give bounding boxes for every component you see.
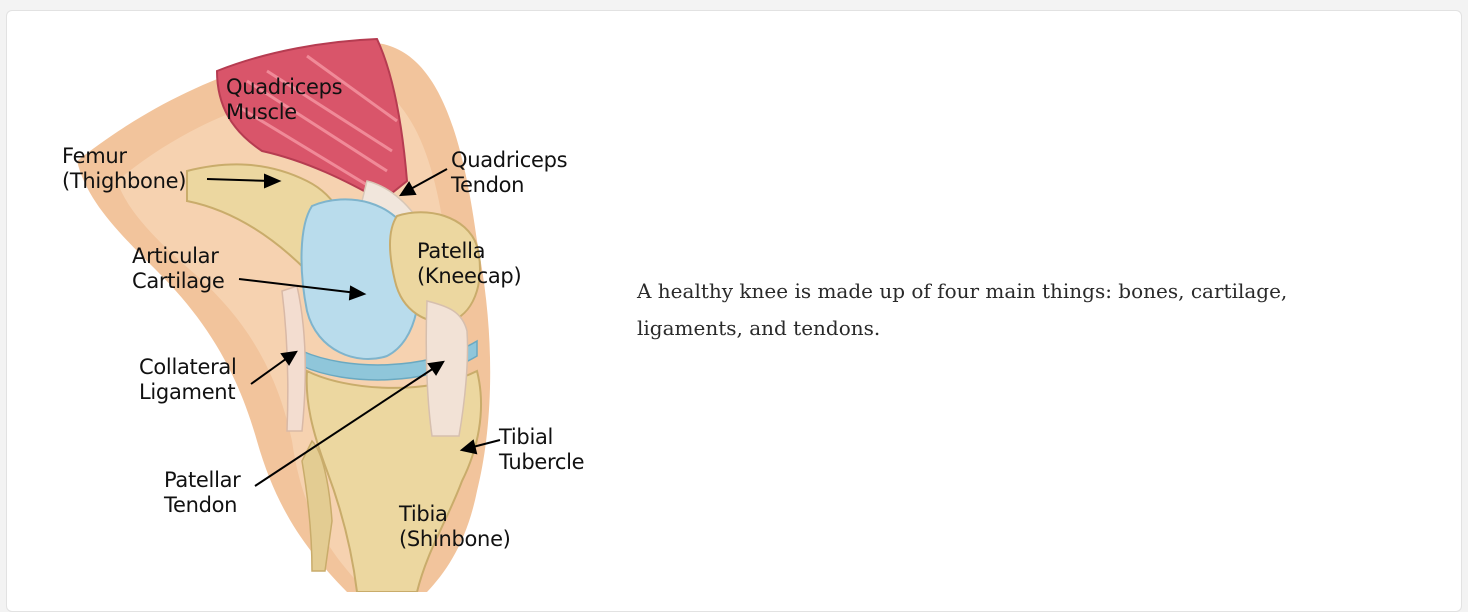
label-collateral-ligament: Collateral Ligament bbox=[139, 355, 237, 405]
label-quadriceps-muscle: Quadriceps Muscle bbox=[226, 75, 342, 125]
knee-anatomy-figure: Quadriceps Muscle Femur (Thighbone) Quad… bbox=[7, 11, 627, 592]
knee-description: A healthy knee is made up of four main t… bbox=[637, 273, 1357, 347]
label-tibia: Tibia (Shinbone) bbox=[399, 502, 511, 552]
label-articular-cartilage: Articular Cartilage bbox=[132, 244, 225, 294]
label-quadriceps-tendon: Quadriceps Tendon bbox=[451, 148, 567, 198]
label-patellar-tendon: Patellar Tendon bbox=[164, 468, 241, 518]
label-tibial-tubercle: Tibial Tubercle bbox=[499, 425, 584, 475]
label-patella: Patella (Kneecap) bbox=[417, 239, 521, 289]
label-femur: Femur (Thighbone) bbox=[62, 144, 186, 194]
content-card: Quadriceps Muscle Femur (Thighbone) Quad… bbox=[6, 10, 1462, 612]
